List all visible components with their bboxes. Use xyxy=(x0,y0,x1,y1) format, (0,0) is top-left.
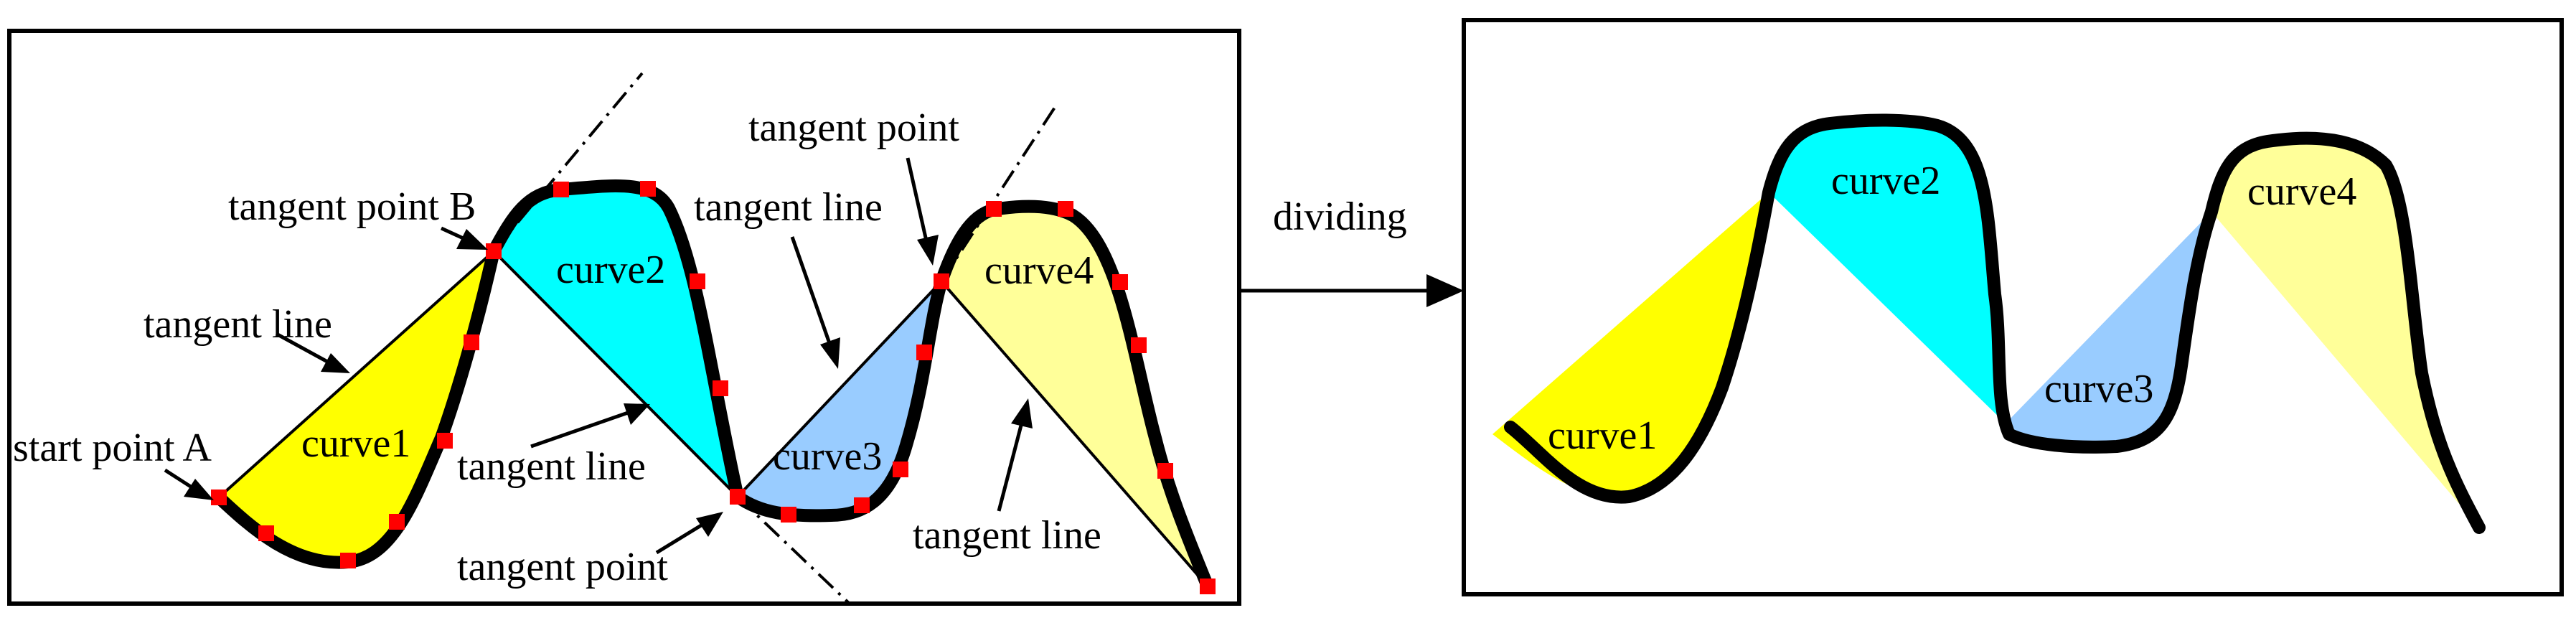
right-panel: curve1 curve2 curve3 curve4 xyxy=(1462,18,2564,596)
arrow-tangent-point-upper xyxy=(906,157,929,245)
sample-point xyxy=(389,514,405,530)
right-label-curve2: curve2 xyxy=(1831,159,1940,203)
right-region-curve3 xyxy=(2006,212,2211,447)
left-panel: start point A tangent point B tangent li… xyxy=(7,29,1241,606)
tangent-line-b-c xyxy=(492,250,739,498)
sample-points xyxy=(211,181,1216,594)
arrowhead-icon xyxy=(321,353,350,373)
sample-point xyxy=(1131,337,1147,353)
label-tangent-point-lower: tangent point xyxy=(457,545,668,589)
arrow-start-point xyxy=(164,468,197,492)
right-main-curve xyxy=(1504,113,2486,534)
right-label-curve4: curve4 xyxy=(2247,169,2356,214)
arrowhead-icon xyxy=(184,479,214,500)
label-curve2: curve2 xyxy=(556,248,665,292)
left-region-curve3 xyxy=(738,281,941,516)
sample-point xyxy=(1200,578,1216,594)
label-tangent-point-upper: tangent point xyxy=(748,106,959,150)
label-tangent-line-1: tangent line xyxy=(144,302,332,347)
arrowhead-icon xyxy=(696,512,723,537)
label-curve4: curve4 xyxy=(984,248,1094,293)
arrow-tangent-line-3 xyxy=(790,236,833,348)
tangent-line-c-d xyxy=(736,280,943,498)
left-region-curve4 xyxy=(941,206,1208,587)
label-curve3: curve3 xyxy=(773,434,882,479)
sample-point xyxy=(916,345,932,360)
sample-point xyxy=(934,273,949,289)
label-tangent-point-b: tangent point B xyxy=(228,184,476,229)
sample-point xyxy=(258,525,274,541)
sample-point xyxy=(437,433,453,449)
right-label-curve1: curve1 xyxy=(1548,413,1657,458)
sample-point xyxy=(340,553,356,568)
sample-point xyxy=(553,182,569,197)
tangent-extension-lower xyxy=(736,495,852,606)
arrowhead-icon xyxy=(456,229,488,250)
arrow-tangent-line-4 xyxy=(997,419,1025,512)
sample-point xyxy=(640,181,656,197)
arrow-tangent-line-2 xyxy=(530,410,631,449)
label-tangent-line-4: tangent line xyxy=(913,513,1101,558)
sample-point xyxy=(713,380,728,396)
annotation-arrows xyxy=(164,157,1033,555)
tangent-line-a-b xyxy=(217,250,495,499)
label-curve1: curve1 xyxy=(301,421,410,466)
arrowhead-icon xyxy=(1426,274,1464,307)
sample-point xyxy=(211,490,227,505)
sample-point xyxy=(893,462,908,477)
sample-point xyxy=(1157,463,1173,479)
label-start-point: start point A xyxy=(13,426,212,470)
right-region-curve1 xyxy=(1493,192,1769,497)
arrowhead-icon xyxy=(917,235,939,266)
label-tangent-line-2: tangent line xyxy=(457,444,646,489)
tangent-line-d-end xyxy=(940,280,1209,588)
left-region-curve2 xyxy=(494,186,738,497)
sample-point xyxy=(781,507,796,523)
left-main-curve xyxy=(212,179,1214,593)
right-region-curve2 xyxy=(1769,120,2006,423)
sample-point xyxy=(1058,201,1073,217)
arrow-tangent-line-1 xyxy=(275,332,332,365)
sample-point xyxy=(730,489,746,505)
arrowhead-icon xyxy=(820,337,840,369)
sample-point xyxy=(464,334,479,350)
right-region-curve4 xyxy=(2211,138,2479,528)
left-region-curve1 xyxy=(219,251,494,563)
arrowhead-icon xyxy=(624,403,650,425)
sample-point xyxy=(690,273,705,289)
right-label-curve3: curve3 xyxy=(2044,367,2153,411)
sample-point xyxy=(486,243,502,259)
sample-point xyxy=(854,497,870,513)
arrow-tangent-point-lower xyxy=(655,521,706,555)
dividing-connector: dividing xyxy=(1239,195,1464,307)
label-tangent-line-3: tangent line xyxy=(694,185,883,230)
label-dividing: dividing xyxy=(1273,195,1407,239)
arrowhead-icon xyxy=(1011,398,1033,428)
sample-point xyxy=(1112,274,1128,290)
sample-point xyxy=(986,201,1002,217)
